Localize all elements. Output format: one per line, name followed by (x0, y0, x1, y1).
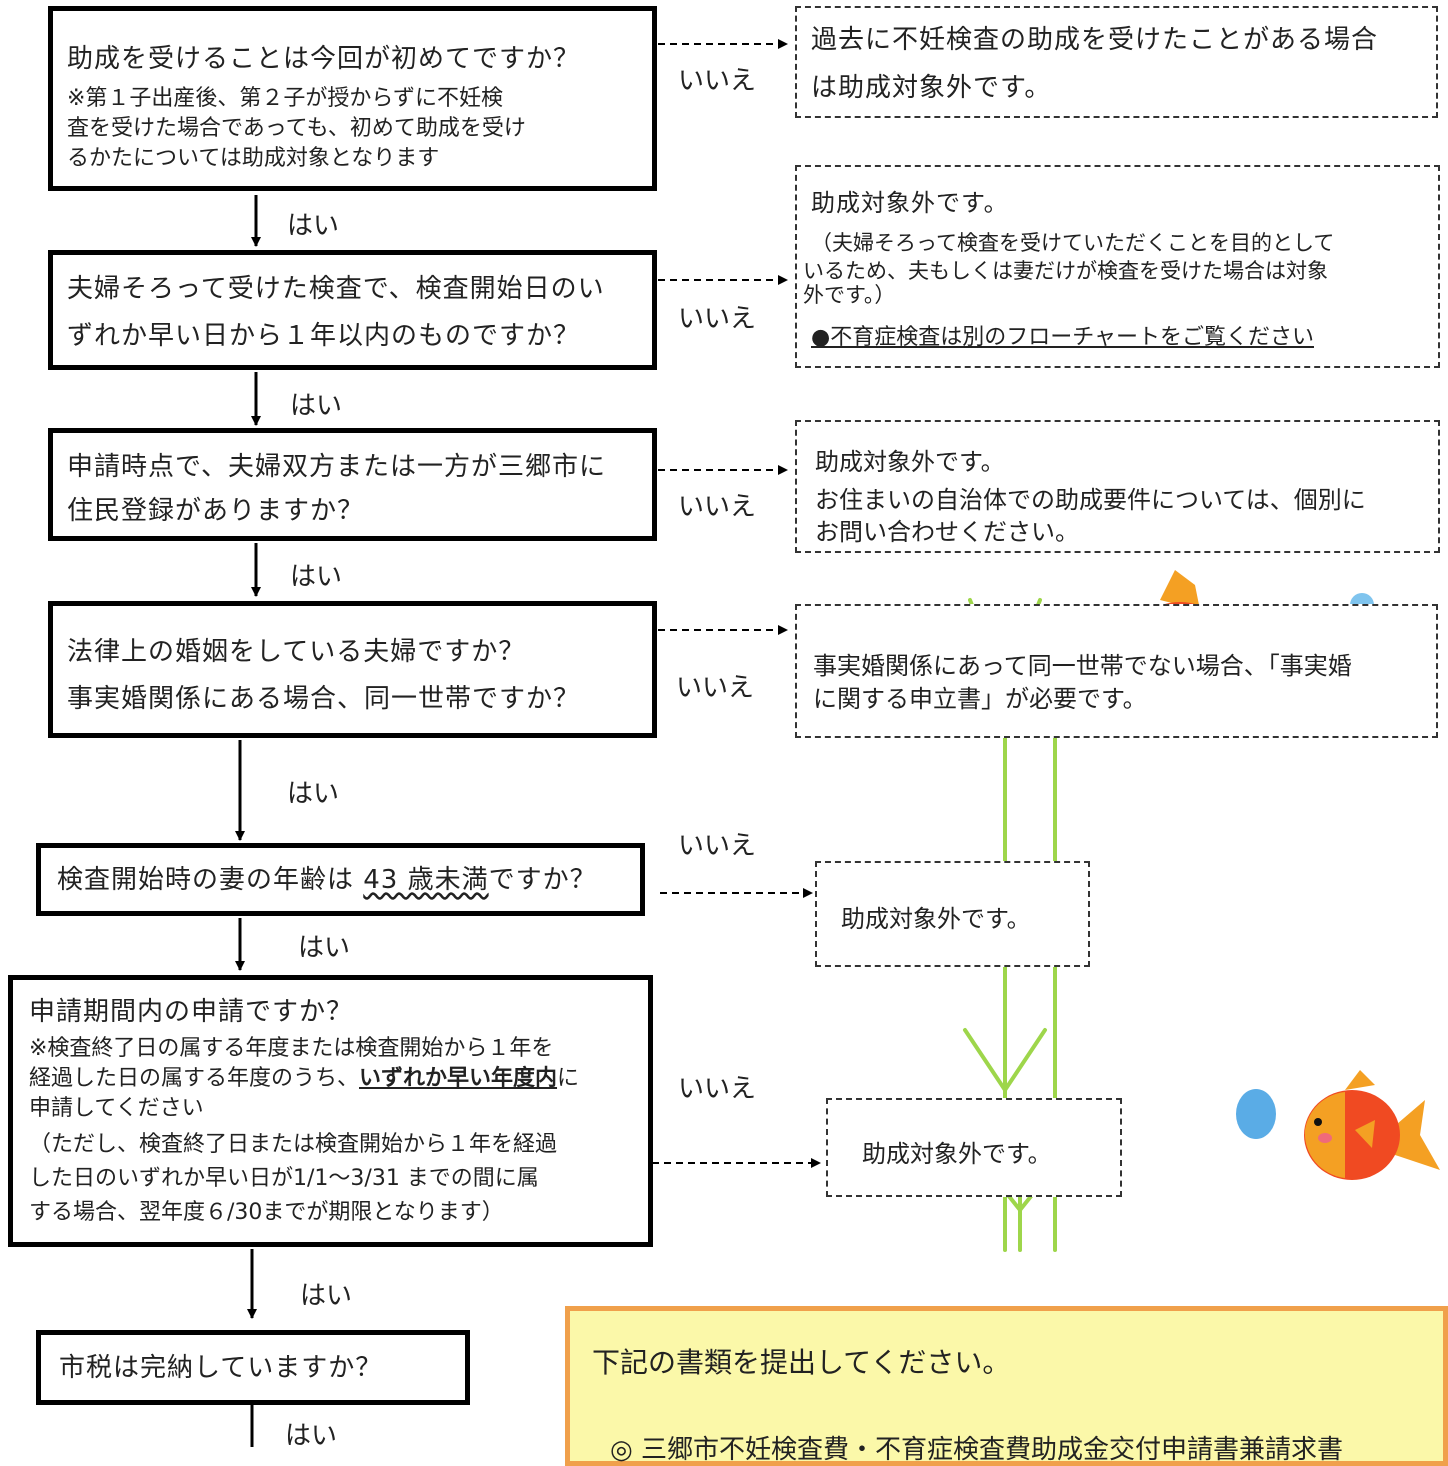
question-6-note-2-emph: いずれか早い年度内 (359, 1066, 558, 1091)
no-label-2: いいえ (678, 304, 757, 334)
outcome-2-detail-1: （夫婦そろって検査を受けていただくことを目的として (811, 231, 1335, 255)
question-2-line-1: 夫婦そろって受けた検査で、検査開始日のい (67, 274, 605, 304)
question-3-line-1: 申請時点で、夫婦双方または一方が三郷市に (67, 452, 606, 482)
question-1-note-1: ※第１子出産後、第２子が授からずに不妊検 (67, 86, 503, 111)
question-7-text: 市税は完納していますか？ (59, 1353, 383, 1383)
question-box-3: 申請時点で、夫婦双方または一方が三郷市に 住民登録がありますか？ (48, 428, 657, 541)
outcome-box-5: 助成対象外です。 (815, 861, 1090, 967)
yes-label-6: はい (300, 1281, 353, 1311)
outcome-2-detail-2: いるため、夫もしくは妻だけが検査を受けた場合は対象 (803, 259, 1328, 283)
question-box-1: 助成を受けることは今回が初めてですか？ ※第１子出産後、第２子が授からずに不妊検… (48, 6, 657, 191)
yes-label-3: はい (290, 562, 343, 592)
panel-title: 下記の書類を提出してください。 (592, 1346, 1011, 1379)
outcome-1-line-2: は助成対象外です。 (811, 73, 1052, 103)
question-6-paren-3: する場合、翌年度６/30までが期限となります） (29, 1200, 504, 1225)
outcome-2-title: 助成対象外です。 (811, 189, 1009, 217)
question-1-note-3: るかたについては助成対象となります (67, 146, 440, 171)
goldfish-icon (1304, 1070, 1440, 1180)
question-6-text: 申請期間内の申請ですか？ (29, 997, 354, 1027)
no-label-1: いいえ (678, 66, 757, 96)
question-5-text: 検査開始時の妻の年齢は 43 歳未満ですか？ (57, 860, 597, 900)
outcome-3-line-3: お問い合わせください。 (815, 518, 1079, 546)
panel-first-item: ◎ 三郷市不妊検査費・不育症検査費助成金交付申請書兼請求書 (610, 1435, 1343, 1465)
question-5-post: ですか？ (488, 865, 597, 895)
question-6-note-2-pre: 経過した日の属する年度のうち、 (29, 1066, 360, 1091)
outcome-4-line-2: に関する申立書」が必要です。 (813, 685, 1147, 713)
question-box-5: 検査開始時の妻の年齢は 43 歳未満ですか？ (36, 843, 645, 916)
no-label-4: いいえ (676, 673, 755, 703)
question-box-7: 市税は完納していますか？ (36, 1330, 470, 1405)
question-1-text: 助成を受けることは今回が初めてですか？ (67, 44, 581, 74)
outcome-5-text: 助成対象外です。 (841, 905, 1031, 933)
no-label-6: いいえ (678, 1074, 757, 1104)
question-6-note-1: ※検査終了日の属する年度または検査開始から１年を (29, 1036, 554, 1061)
question-4-line-1: 法律上の婚姻をしている夫婦ですか？ (67, 637, 526, 667)
outcome-box-6: 助成対象外です。 (826, 1098, 1122, 1197)
question-2-line-2: ずれか早い日から１年以内のものですか？ (67, 321, 581, 351)
question-4-line-2: 事実婚関係にある場合、同一世帯ですか？ (67, 684, 581, 714)
question-6-note-2: 経過した日の属する年度のうち、いずれか早い年度内に (29, 1064, 579, 1094)
outcome-box-1: 過去に不妊検査の助成を受けたことがある場合 は助成対象外です。 (795, 6, 1438, 118)
outcome-3-line-2: お住まいの自治体での助成要件については、個別に (815, 486, 1366, 514)
yes-label-1: はい (287, 211, 340, 241)
question-box-4: 法律上の婚姻をしている夫婦ですか？ 事実婚関係にある場合、同一世帯ですか？ (48, 601, 657, 738)
yes-label-2: はい (290, 391, 343, 421)
outcome-3-line-1: 助成対象外です。 (815, 448, 1005, 476)
outcome-6-text: 助成対象外です。 (862, 1140, 1052, 1168)
yes-label-5: はい (298, 933, 351, 963)
submission-panel: 下記の書類を提出してください。 ◎ 三郷市不妊検査費・不育症検査費助成金交付申請… (565, 1306, 1448, 1466)
outcome-box-3: 助成対象外です。 お住まいの自治体での助成要件については、個別に お問い合わせく… (795, 420, 1440, 553)
outcome-4-line-1: 事実婚関係にあって同一世帯でない場合、「事実婚 (813, 652, 1352, 680)
yes-label-4: はい (287, 779, 340, 809)
question-5-emph: 43 歳未満 (363, 865, 489, 895)
question-box-2: 夫婦そろって受けた検査で、検査開始日のい ずれか早い日から１年以内のものですか？ (48, 250, 657, 370)
no-label-5: いいえ (678, 831, 757, 861)
infertility-flowchart-link[interactable]: ●不育症検査は別のフローチャートをご覧ください (811, 325, 1314, 350)
question-3-line-2: 住民登録がありますか？ (67, 496, 365, 526)
question-6-note-2-post: に (557, 1066, 580, 1091)
yes-label-7: はい (285, 1421, 338, 1451)
outcome-box-4: 事実婚関係にあって同一世帯でない場合、「事実婚 に関する申立書」が必要です。 (795, 604, 1438, 738)
question-1-note-2: 査を受けた場合であっても、初めて助成を受け (67, 116, 526, 141)
outcome-2-detail-3: 外です。） (803, 283, 896, 307)
outcome-box-2: 助成対象外です。 （夫婦そろって検査を受けていただくことを目的として いるため、… (795, 165, 1440, 368)
question-6-paren-1: （ただし、検査終了日または検査開始から１年を経過 (29, 1132, 558, 1157)
question-6-note-3: 申請してください (29, 1096, 204, 1121)
question-6-paren-2: した日のいずれか早い日が1/1～3/31 までの間に属 (29, 1166, 539, 1191)
question-5-pre: 検査開始時の妻の年齢は (57, 865, 364, 895)
outcome-1-line-1: 過去に不妊検査の助成を受けたことがある場合 (811, 25, 1379, 55)
no-label-3: いいえ (678, 492, 757, 522)
question-box-6: 申請期間内の申請ですか？ ※検査終了日の属する年度または検査開始から１年を 経過… (8, 975, 653, 1247)
bubble-icon (1236, 1089, 1276, 1139)
